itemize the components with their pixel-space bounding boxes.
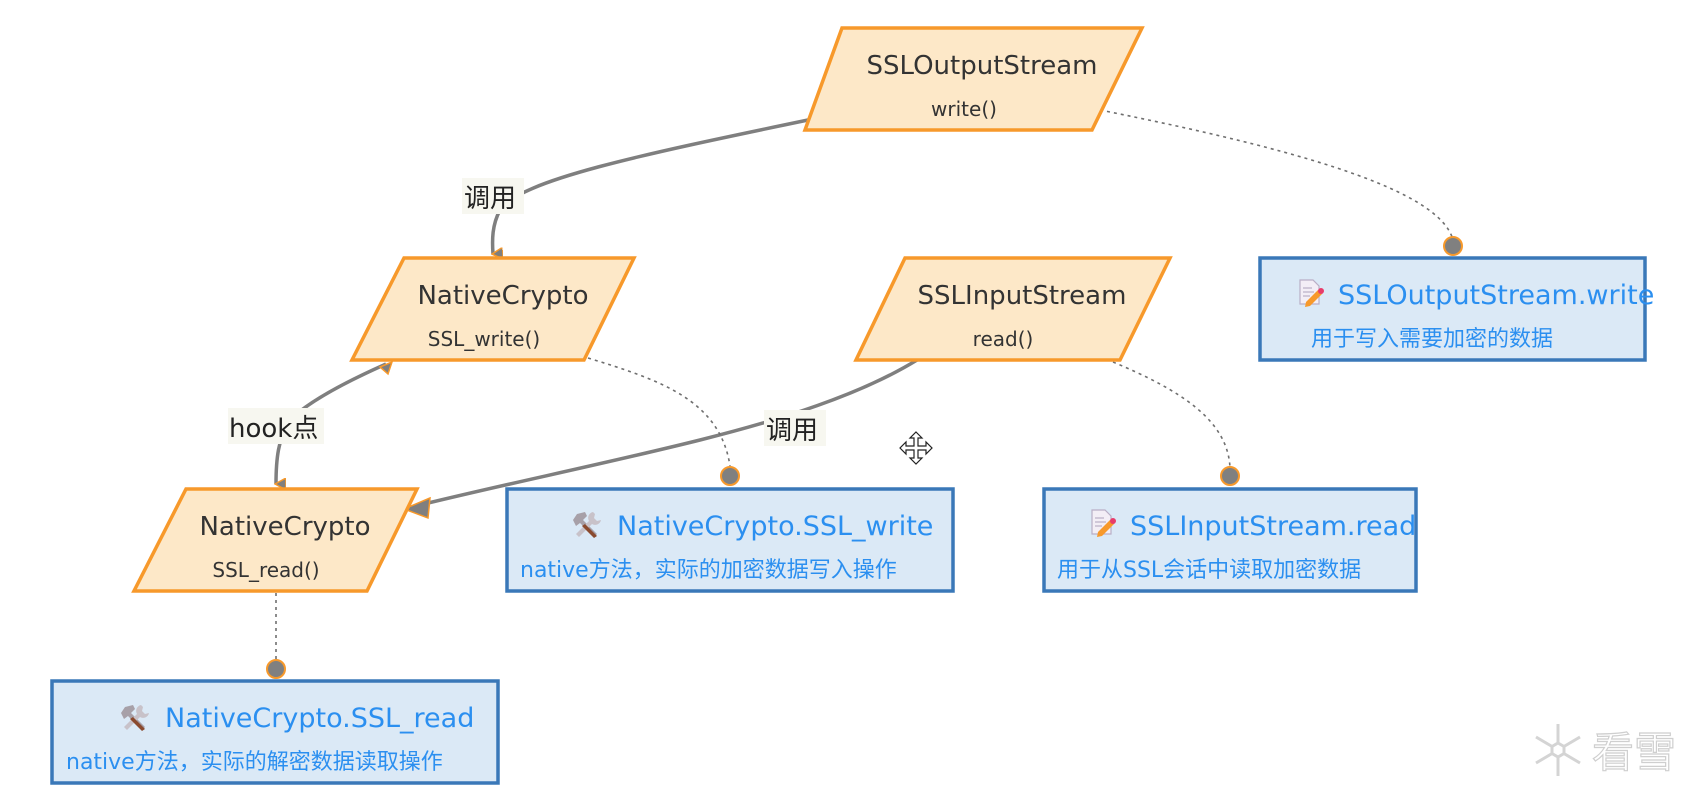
note-native-crypto-ssl-write[interactable]: NativeCrypto.SSL_write native方法，实际的加密数据写… (505, 487, 955, 593)
node-title: SSLOutputStream (867, 51, 1098, 81)
note-connector-input-read (1112, 361, 1231, 469)
note-anchor-dot[interactable] (1220, 466, 1240, 486)
edge-label-input-to-read[interactable]: 调用 (764, 410, 826, 446)
note-title: SSLInputStream.read (1130, 511, 1416, 542)
edge-output-to-write (493, 118, 809, 254)
note-desc: native方法，实际的解密数据读取操作 (66, 750, 443, 775)
note-connector-output-write (1099, 109, 1454, 241)
note-ssl-input-stream-read[interactable]: SSLInputStream.read 用于从SSL会话中读取加密数据 (1042, 487, 1418, 593)
edge-label-output-to-write[interactable]: 调用 (462, 178, 524, 214)
svg-text:调用: 调用 (766, 416, 818, 446)
note-native-crypto-ssl-read[interactable]: NativeCrypto.SSL_read native方法，实际的解密数据读取… (50, 679, 500, 785)
node-ssl-input-stream[interactable]: SSLInputStream read() (853, 256, 1173, 362)
svg-text:hook点: hook点 (229, 414, 318, 444)
node-method: write() (931, 97, 997, 121)
node-method: SSL_write() (428, 327, 540, 351)
note-desc: 用于从SSL会话中读取加密数据 (1057, 558, 1361, 583)
note-title: NativeCrypto.SSL_read (165, 703, 474, 734)
edge-label-write-to-read[interactable]: hook点 (228, 408, 324, 444)
svg-text:看雪: 看雪 (1592, 728, 1676, 777)
watermark: 看雪 (1535, 724, 1677, 778)
node-ssl-output-stream[interactable]: SSLOutputStream write() (802, 26, 1145, 132)
move-cursor-icon (899, 431, 933, 465)
note-anchor-dot[interactable] (266, 659, 286, 679)
node-title: SSLInputStream (918, 281, 1127, 311)
note-desc: native方法，实际的加密数据写入操作 (520, 558, 897, 583)
note-ssl-output-stream-write[interactable]: SSLOutputStream.write 用于写入需要加密的数据 (1258, 256, 1654, 362)
edge-input-to-read (401, 358, 918, 520)
node-method: SSL_read() (212, 558, 319, 582)
snowflake-icon (1535, 724, 1581, 776)
node-native-crypto-read[interactable]: NativeCrypto SSL_read() (131, 487, 420, 593)
note-desc: 用于写入需要加密的数据 (1311, 327, 1553, 352)
node-method: read() (973, 327, 1034, 351)
note-anchor-dot[interactable] (720, 466, 740, 486)
svg-text:调用: 调用 (464, 184, 516, 214)
node-native-crypto-write[interactable]: NativeCrypto SSL_write() (349, 256, 637, 362)
node-title: NativeCrypto (199, 512, 370, 542)
node-title: NativeCrypto (417, 281, 588, 311)
note-title: NativeCrypto.SSL_write (617, 511, 933, 542)
note-anchor-dot[interactable] (1443, 236, 1463, 256)
note-title: SSLOutputStream.write (1338, 280, 1654, 311)
